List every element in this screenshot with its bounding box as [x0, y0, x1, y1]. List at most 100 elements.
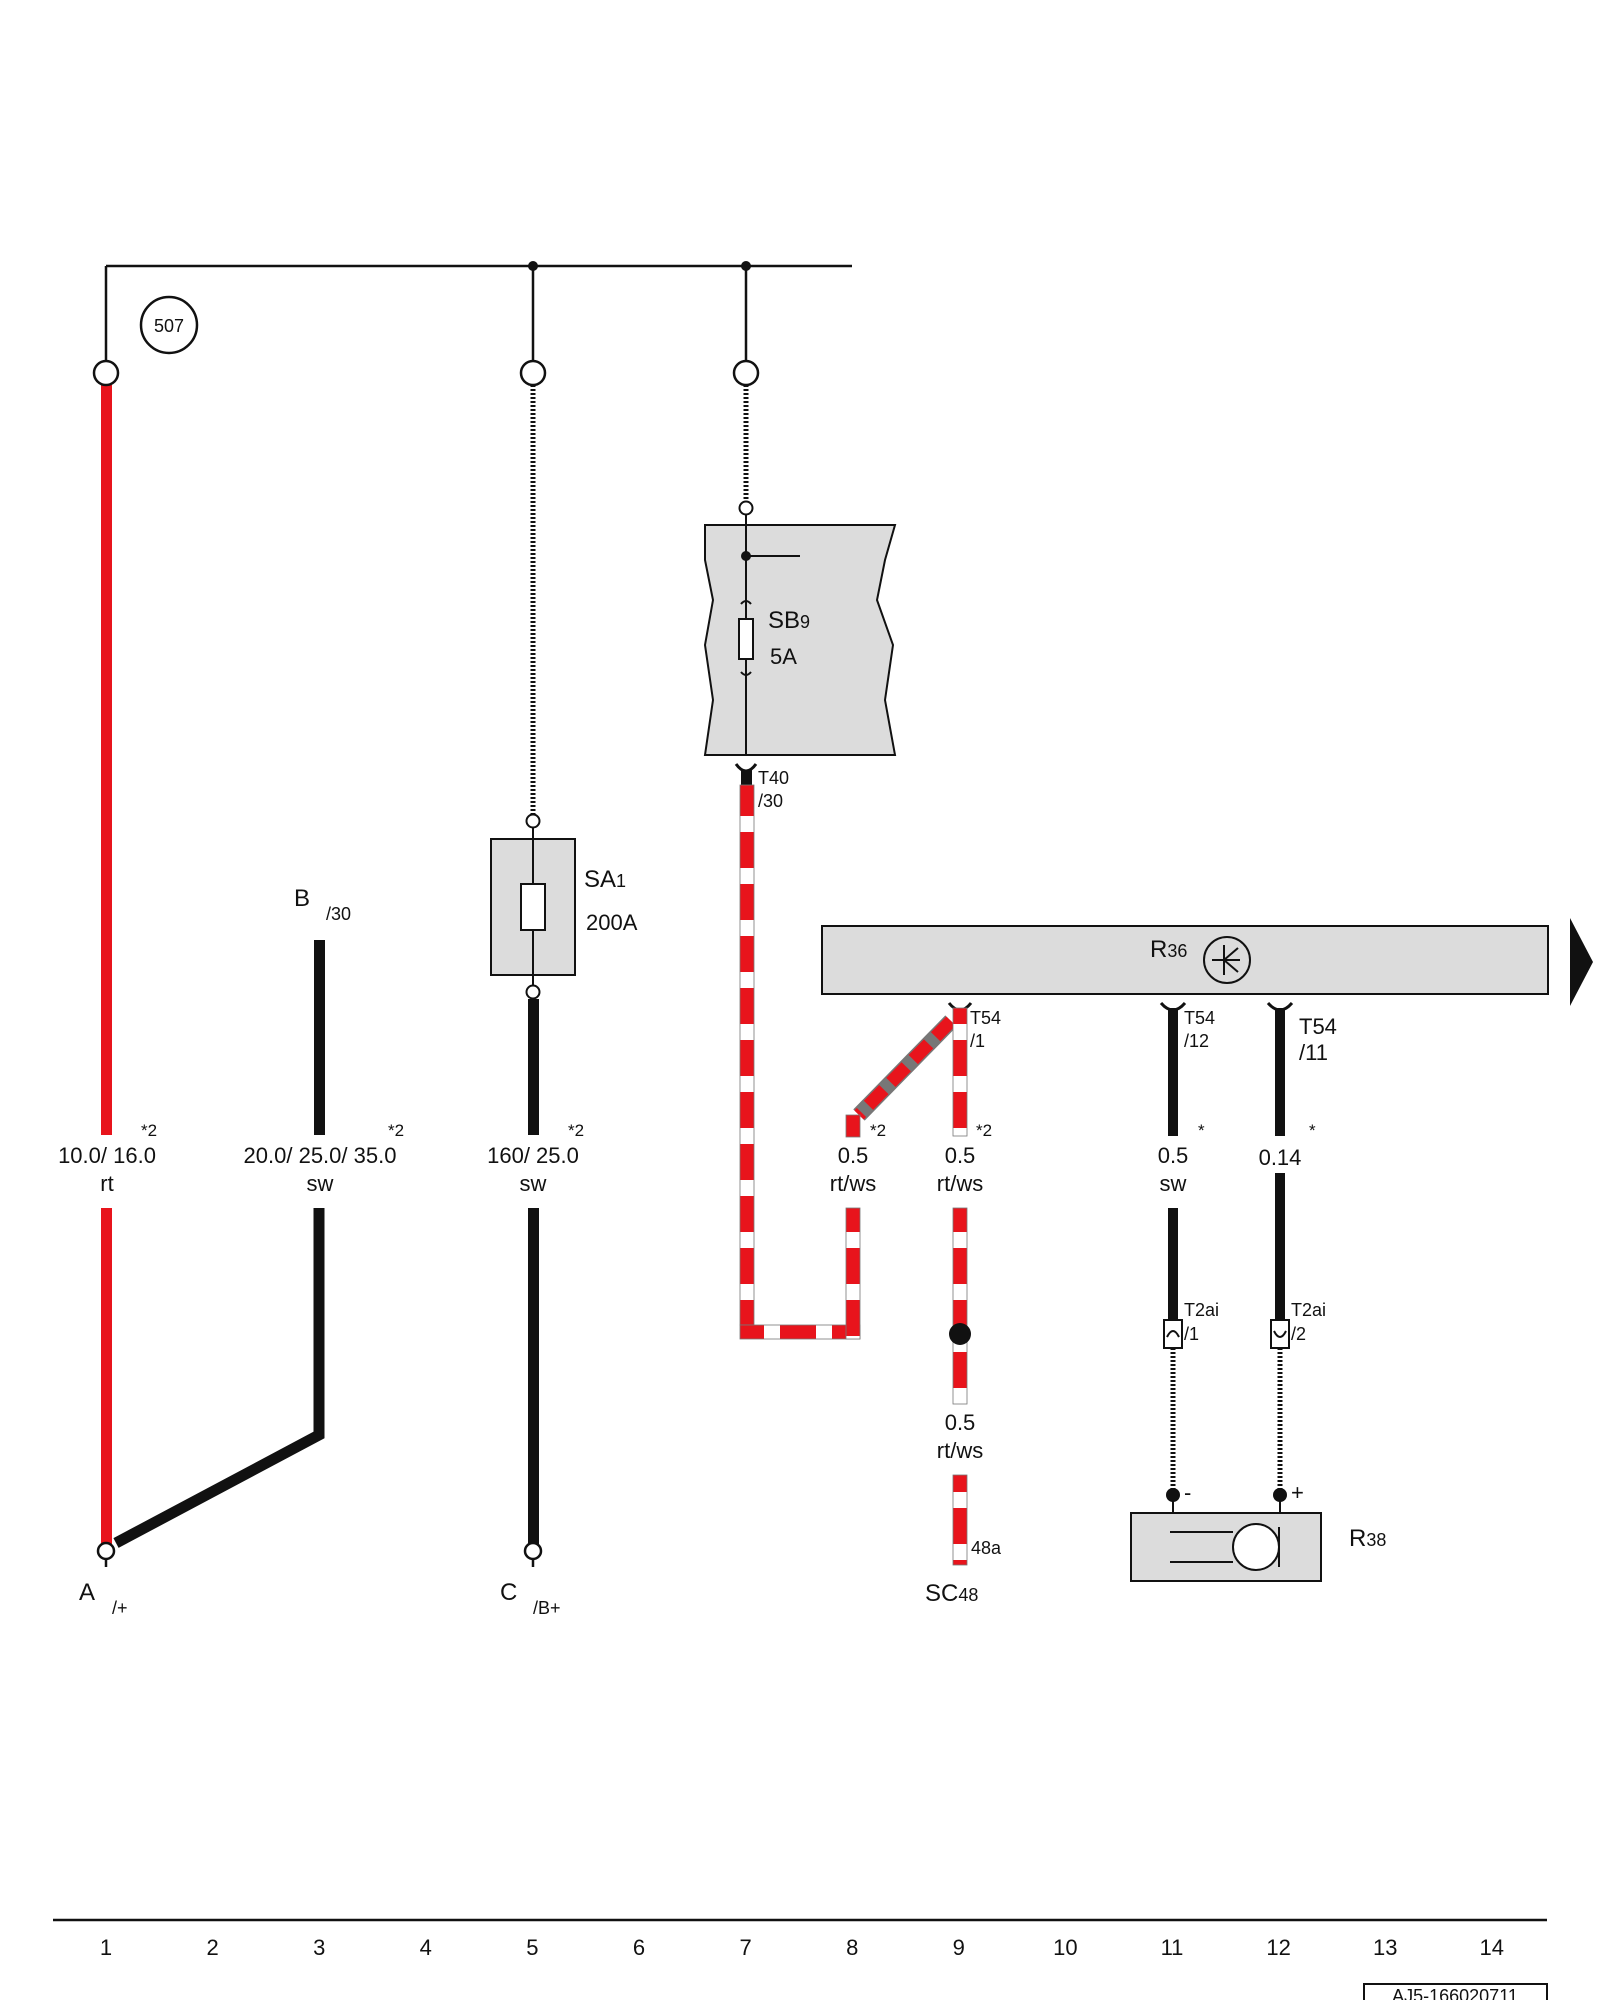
sa1-name: SA [584, 866, 616, 893]
w8-size: 0.5 [838, 1143, 869, 1168]
r36-index: 36 [1167, 941, 1187, 961]
circuit-ref-label: 507 [154, 316, 184, 336]
terminal-c-letter: C [500, 1579, 517, 1606]
svg-text:R38: R38 [1349, 1525, 1386, 1552]
wire-column-12 [1266, 1001, 1294, 1502]
wire-column-5 [490, 359, 576, 1567]
svg-text:SC48: SC48 [925, 1580, 978, 1607]
t40-pin: /30 [758, 791, 783, 811]
t54-12-name: T54 [1184, 1008, 1215, 1028]
column-number: 14 [1480, 1935, 1504, 1960]
terminal-c-sub: /B+ [533, 1598, 561, 1618]
wire-column-1 [92, 359, 120, 1567]
column-number: 5 [526, 1935, 538, 1960]
t2ai-1-name: T2ai [1184, 1300, 1219, 1320]
connector-t2ai-1-icon [1163, 1319, 1183, 1349]
sc48-index: 48 [958, 1585, 978, 1605]
t54-11-pin: /11 [1299, 1040, 1328, 1065]
column-number: 7 [739, 1935, 751, 1960]
r38-index: 38 [1366, 1530, 1386, 1550]
t2ai-2-pin: /2 [1291, 1324, 1306, 1344]
svg-text:SA1: SA1 [584, 866, 626, 893]
w9-note: *2 [976, 1121, 992, 1140]
sensor-r38-icon [1232, 1523, 1280, 1571]
control-unit-r36: R36 [821, 918, 1593, 1006]
terminal-b-sub: /30 [326, 904, 351, 924]
w9-color: rt/ws [937, 1171, 983, 1196]
terminal-node-1 [92, 359, 120, 387]
terminal-c-node [523, 1541, 543, 1561]
t2ai-2-name: T2ai [1291, 1300, 1326, 1320]
splice-node [949, 1323, 971, 1345]
t2ai-1-pin: /1 [1184, 1324, 1199, 1344]
column-number: 12 [1266, 1935, 1290, 1960]
t54-11-name: T54 [1299, 1014, 1337, 1039]
terminal-b-letter: B [294, 885, 310, 912]
terminal-a-letter: A [79, 1579, 95, 1606]
svg-text:R36: R36 [1150, 936, 1187, 963]
column-number: 13 [1373, 1935, 1397, 1960]
w5-note: *2 [568, 1121, 584, 1140]
wire-column-7 [703, 359, 897, 1340]
circuit-ref-507: 507 [139, 295, 199, 355]
w5-size: 160/ 25.0 [487, 1143, 579, 1168]
wire-column-9 [947, 1002, 973, 1566]
svg-text:SB9: SB9 [768, 607, 810, 634]
terminal-node-7 [732, 359, 760, 387]
column-number: 9 [953, 1935, 965, 1960]
w9b-size: 0.5 [945, 1410, 976, 1435]
w8-note: *2 [870, 1121, 886, 1140]
r36-name: R [1150, 936, 1167, 963]
w11-color: sw [1160, 1171, 1187, 1196]
sb9-rating: 5A [770, 644, 797, 669]
sc48-pin: 48a [971, 1538, 1002, 1558]
top-bus [104, 261, 852, 373]
terminal-node-5 [519, 359, 547, 387]
w9-size: 0.5 [945, 1143, 976, 1168]
w11-size: 0.5 [1158, 1143, 1189, 1168]
sb9-index: 9 [800, 612, 810, 632]
document-id-box: AJ5-166020711 [1363, 1983, 1548, 2000]
w1-size: 10.0/ 16.0 [58, 1143, 156, 1168]
column-number: 3 [313, 1935, 325, 1960]
r38-name: R [1349, 1525, 1366, 1552]
document-id: AJ5-166020711 [1392, 1986, 1518, 2000]
w3-size: 20.0/ 25.0/ 35.0 [244, 1143, 397, 1168]
w8-color: rt/ws [830, 1171, 876, 1196]
wire-column-11 [1159, 1001, 1187, 1502]
column-number: 6 [633, 1935, 645, 1960]
fuse-sb9-element [738, 618, 754, 660]
column-number: 1 [100, 1935, 112, 1960]
wire-column-8 [845, 1015, 957, 1138]
w3-color: sw [307, 1171, 334, 1196]
r38-minus: - [1184, 1480, 1191, 1505]
fuse-sa1-element [520, 883, 546, 931]
t40-name: T40 [758, 768, 789, 788]
w9b-color: rt/ws [937, 1438, 983, 1463]
terminal-a-sub: /+ [112, 1598, 128, 1618]
component-r38 [1130, 1495, 1322, 1582]
t54-12-pin: /12 [1184, 1031, 1209, 1051]
connector-t2ai-2-icon [1270, 1319, 1290, 1349]
sa1-rating: 200A [586, 910, 638, 935]
terminal-a-node [96, 1541, 116, 1561]
w5-color: sw [520, 1171, 547, 1196]
sa1-index: 1 [616, 871, 626, 891]
w1-note: *2 [141, 1121, 157, 1140]
svg-text:A: A [79, 1579, 95, 1606]
column-number: 4 [420, 1935, 432, 1960]
continuation-arrow-icon [1570, 918, 1593, 1006]
column-number: 10 [1053, 1935, 1077, 1960]
sb9-name: SB [768, 607, 800, 634]
w3-note: *2 [388, 1121, 404, 1140]
w1-color: rt [100, 1171, 113, 1196]
column-number: 2 [206, 1935, 218, 1960]
wire-column-3 [113, 940, 325, 1548]
column-number: 11 [1161, 1935, 1184, 1960]
r38-plus: + [1291, 1480, 1304, 1505]
fuse-sb9-box [703, 524, 897, 756]
column-number: 8 [846, 1935, 858, 1960]
w12-size: 0.14 [1259, 1145, 1302, 1170]
w11-note: * [1198, 1121, 1205, 1140]
